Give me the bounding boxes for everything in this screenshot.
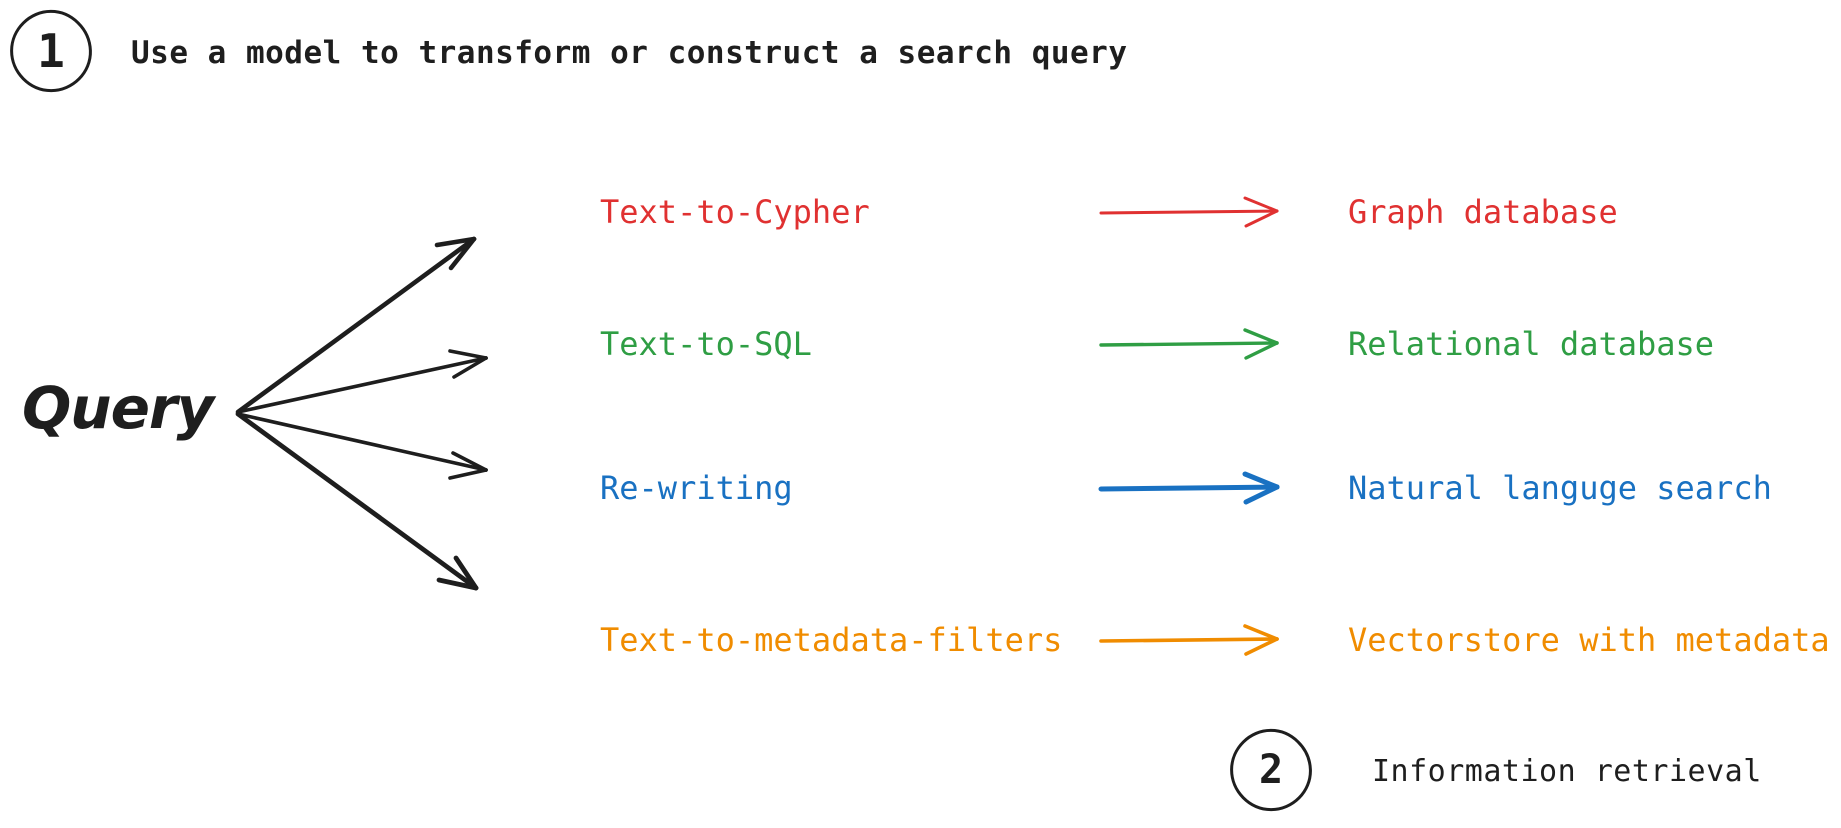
step-2-title: Information retrieval bbox=[1372, 754, 1762, 789]
branch-target-label: Natural languge search bbox=[1348, 469, 1772, 507]
branch-row: Text-to-Cypher Graph database bbox=[0, 184, 1841, 240]
branch-source-label: Text-to-SQL bbox=[600, 325, 812, 363]
branch-row: Re-writing Natural languge search bbox=[0, 460, 1841, 516]
arrow-right-icon bbox=[1098, 471, 1280, 505]
arrow-right-icon bbox=[1099, 196, 1279, 228]
branch-target-label: Graph database bbox=[1348, 193, 1618, 231]
fan-arrow-1 bbox=[235, 236, 477, 415]
query-label: Query bbox=[22, 374, 214, 442]
branch-source-label: Text-to-Cypher bbox=[600, 193, 870, 231]
step-1-badge: 1 bbox=[9, 9, 93, 93]
branch-target-label: Relational database bbox=[1348, 325, 1715, 363]
branch-row: Text-to-metadata-filters Vectorstore wit… bbox=[0, 612, 1841, 668]
fan-arrow-3 bbox=[236, 412, 488, 480]
query-fan-arrows bbox=[235, 236, 488, 591]
arrow-right-icon bbox=[1099, 328, 1279, 360]
fan-arrow-4 bbox=[235, 411, 479, 591]
step-2-badge: 2 bbox=[1229, 728, 1313, 812]
step-1-title: Use a model to transform or construct a … bbox=[131, 35, 1128, 71]
branch-target-label: Vectorstore with metadata bbox=[1348, 621, 1830, 659]
branch-source-label: Re-writing bbox=[600, 469, 793, 507]
step-1-number: 1 bbox=[37, 24, 65, 78]
badge-ellipse-icon bbox=[10, 9, 92, 93]
badge-ellipse-icon bbox=[1230, 728, 1312, 812]
branch-row: Text-to-SQL Relational database bbox=[0, 316, 1841, 372]
step-2-number: 2 bbox=[1258, 747, 1284, 793]
branch-source-label: Text-to-metadata-filters bbox=[600, 621, 1063, 659]
fan-arrow-2 bbox=[236, 349, 488, 414]
arrow-right-icon bbox=[1099, 624, 1279, 656]
